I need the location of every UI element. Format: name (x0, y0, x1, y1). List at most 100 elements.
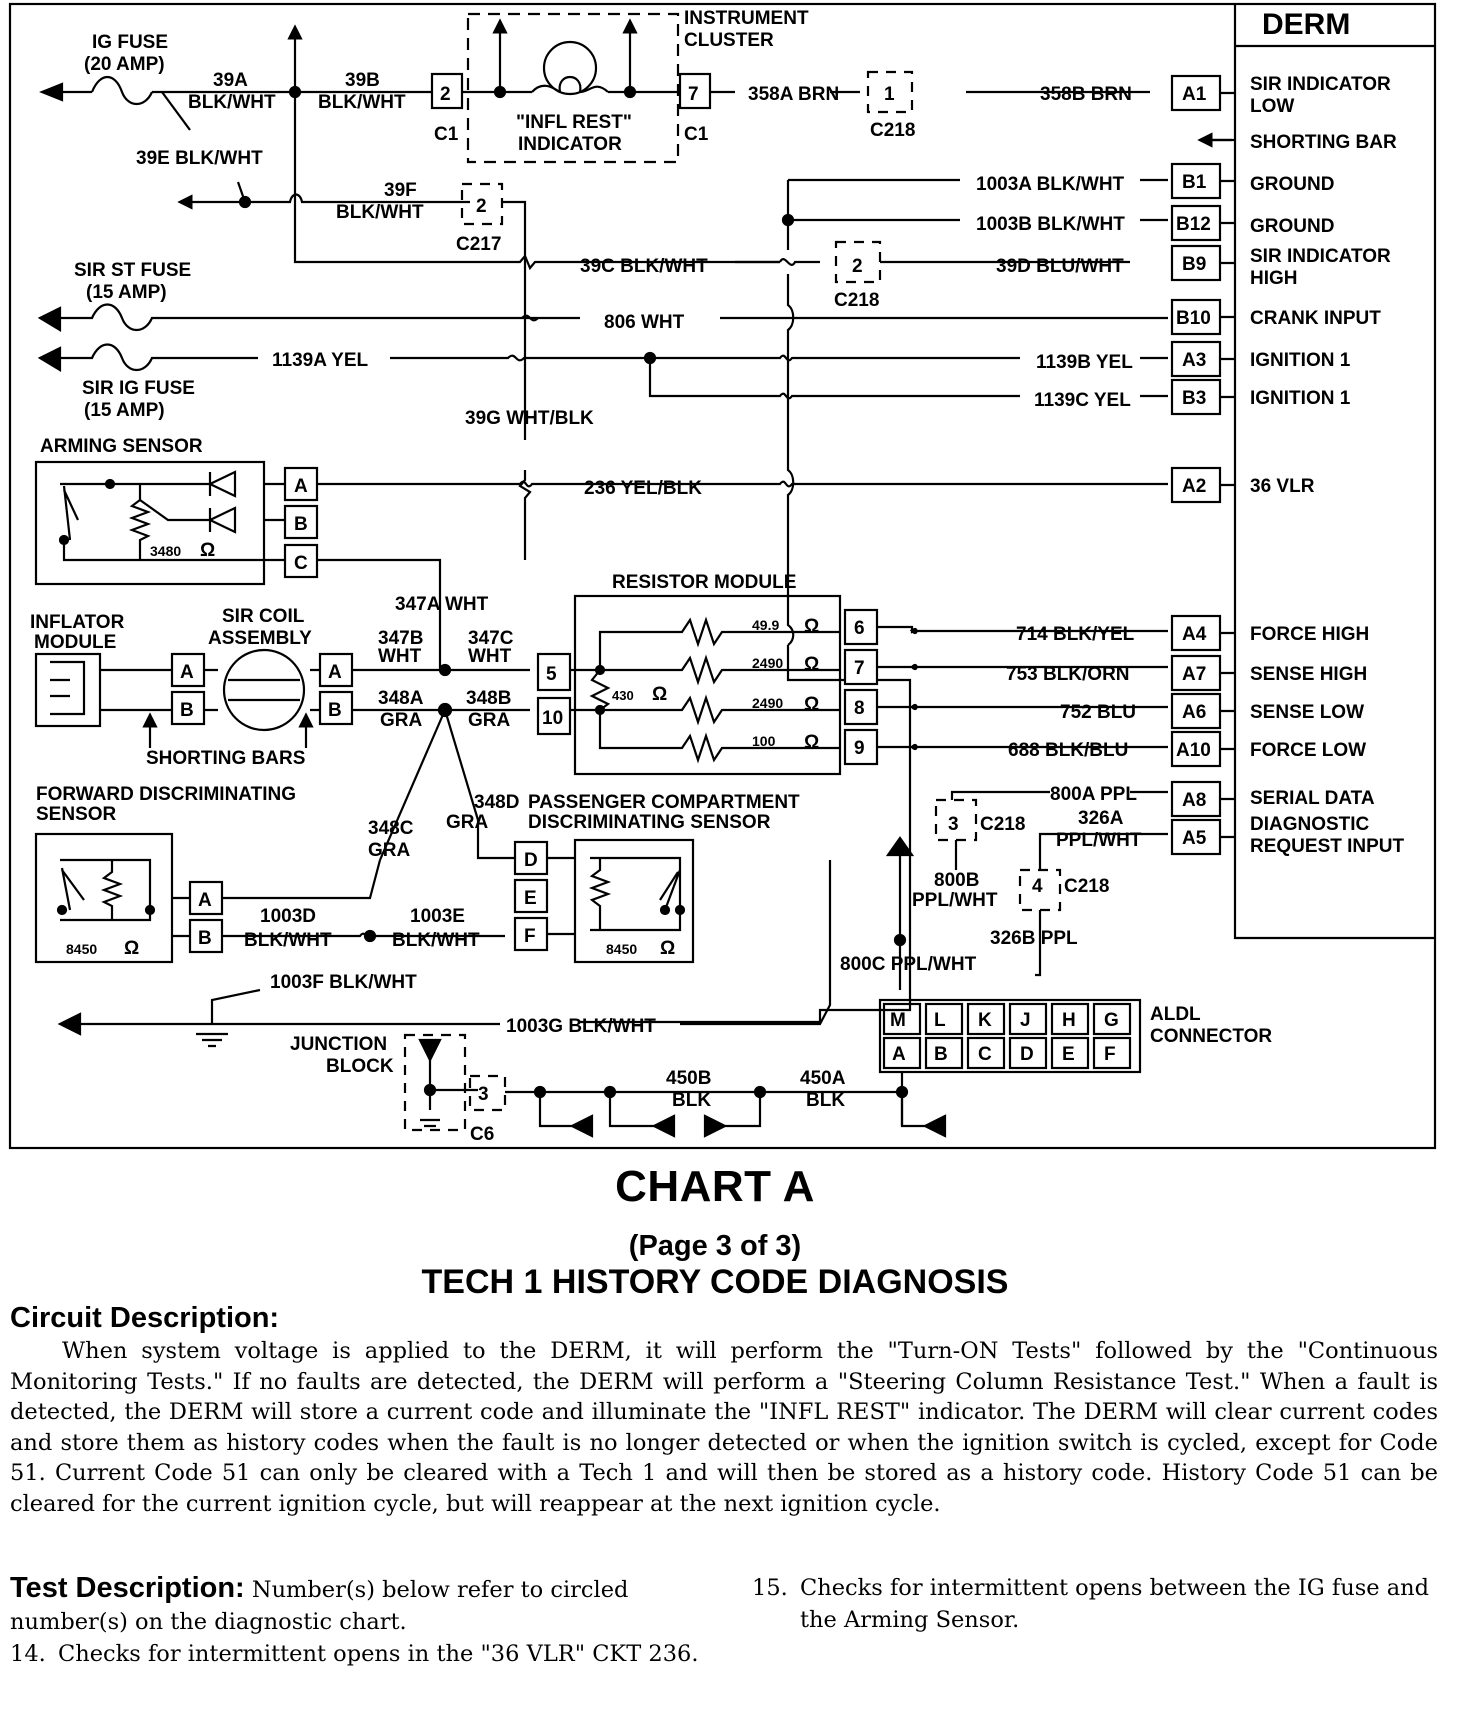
svg-text:B: B (294, 514, 308, 535)
svg-text:Ω: Ω (804, 694, 819, 715)
svg-text:39G WHT/BLK: 39G WHT/BLK (465, 408, 594, 429)
svg-text:1003F BLK/WHT: 1003F BLK/WHT (270, 972, 417, 993)
svg-text:PASSENGER COMPARTMENT: PASSENGER COMPARTMENT (528, 792, 800, 813)
svg-text:H: H (1062, 1010, 1076, 1031)
svg-text:D: D (1020, 1044, 1034, 1065)
svg-text:358A BRN: 358A BRN (748, 84, 839, 105)
c1-pin-7 (678, 72, 712, 110)
svg-text:C218: C218 (834, 290, 879, 311)
svg-text:C: C (978, 1044, 992, 1065)
test-description-heading: Test Description: (10, 1572, 245, 1604)
svg-text:M: M (890, 1010, 906, 1031)
svg-text:B: B (198, 928, 212, 949)
svg-text:GRA: GRA (368, 840, 411, 861)
svg-text:10: 10 (542, 708, 563, 729)
svg-text:39E BLK/WHT: 39E BLK/WHT (136, 148, 263, 169)
svg-text:A6: A6 (1182, 702, 1206, 723)
svg-text:SIR COIL: SIR COIL (222, 606, 305, 627)
svg-text:A1: A1 (1182, 84, 1207, 105)
svg-text:3480: 3480 (150, 543, 181, 559)
svg-text:SENSE LOW: SENSE LOW (1250, 702, 1364, 723)
svg-text:1139B YEL: 1139B YEL (1036, 352, 1133, 373)
svg-text:SERIAL DATA: SERIAL DATA (1250, 788, 1375, 809)
svg-text:Ω: Ω (804, 654, 819, 675)
svg-text:1003B BLK/WHT: 1003B BLK/WHT (976, 214, 1125, 235)
svg-text:SHORTING BAR: SHORTING BAR (1250, 132, 1397, 153)
svg-text:(20 AMP): (20 AMP) (84, 54, 165, 75)
svg-text:A: A (198, 890, 212, 911)
svg-text:IGNITION 1: IGNITION 1 (1250, 388, 1351, 409)
svg-text:MODULE: MODULE (34, 632, 116, 653)
svg-text:326A: 326A (1078, 808, 1124, 829)
svg-text:INFLATOR: INFLATOR (30, 612, 125, 633)
svg-text:A8: A8 (1182, 790, 1206, 811)
svg-text:SIR IG FUSE: SIR IG FUSE (82, 378, 195, 399)
resistor-module (573, 594, 842, 776)
junction-block (403, 1033, 467, 1132)
svg-text:WHT: WHT (468, 646, 512, 667)
svg-text:Ω: Ω (652, 684, 667, 705)
svg-text:C: C (294, 553, 308, 574)
svg-text:806 WHT: 806 WHT (604, 312, 685, 333)
svg-text:BLK/WHT: BLK/WHT (336, 202, 424, 223)
svg-text:39B: 39B (345, 70, 380, 91)
diagram-frame (8, 2, 1437, 1150)
svg-text:9: 9 (854, 738, 865, 759)
svg-text:39F: 39F (384, 180, 417, 201)
svg-text:8: 8 (854, 698, 865, 719)
svg-text:B9: B9 (1182, 254, 1206, 275)
svg-text:3: 3 (478, 1084, 489, 1105)
svg-text:A5: A5 (1182, 828, 1207, 849)
svg-text:C218: C218 (1064, 876, 1109, 897)
svg-text:347A WHT: 347A WHT (395, 594, 489, 615)
svg-text:39C BLK/WHT: 39C BLK/WHT (580, 256, 708, 277)
svg-text:B3: B3 (1182, 388, 1206, 409)
svg-text:8450: 8450 (606, 941, 637, 957)
svg-text:2: 2 (852, 256, 863, 277)
svg-text:100: 100 (752, 733, 776, 749)
arming-sensor (34, 460, 266, 586)
page-subtitle: (Page 3 of 3) (628, 1230, 802, 1262)
svg-text:FORCE HIGH: FORCE HIGH (1250, 624, 1369, 645)
svg-text:IGNITION 1: IGNITION 1 (1250, 350, 1351, 371)
svg-text:SHORTING BARS: SHORTING BARS (146, 748, 305, 769)
svg-text:1139C YEL: 1139C YEL (1034, 390, 1131, 411)
svg-text:GROUND: GROUND (1250, 216, 1334, 237)
svg-text:DIAGNOSTIC: DIAGNOSTIC (1250, 814, 1370, 835)
svg-text:348B: 348B (466, 688, 511, 709)
svg-text:A7: A7 (1182, 664, 1206, 685)
svg-text:BLK/WHT: BLK/WHT (318, 92, 406, 113)
circuit-description-text: When system voltage is applied to the DE… (10, 1338, 1438, 1517)
svg-text:49.9: 49.9 (752, 617, 779, 633)
ig-fuse-source (39, 82, 64, 102)
svg-text:A: A (892, 1044, 906, 1065)
svg-text:(15 AMP): (15 AMP) (84, 400, 165, 421)
sir-coil (222, 648, 306, 732)
svg-text:GRA: GRA (468, 710, 511, 731)
svg-text:BLOCK: BLOCK (326, 1056, 394, 1077)
svg-text:ALDL: ALDL (1150, 1004, 1201, 1025)
svg-text:INDICATOR: INDICATOR (518, 134, 622, 155)
svg-text:688 BLK/BLU: 688 BLK/BLU (1008, 740, 1128, 761)
svg-text:A3: A3 (1182, 350, 1206, 371)
svg-text:Ω: Ω (660, 938, 675, 959)
svg-text:F: F (524, 926, 536, 947)
svg-text:348D: 348D (474, 792, 519, 813)
page-title: CHART A (615, 1162, 815, 1211)
svg-text:A4: A4 (1182, 624, 1207, 645)
svg-text:A: A (328, 662, 342, 683)
svg-text:3: 3 (948, 814, 959, 835)
svg-text:REQUEST INPUT: REQUEST INPUT (1250, 836, 1405, 857)
svg-text:C217: C217 (456, 234, 501, 255)
svg-text:FORCE LOW: FORCE LOW (1250, 740, 1366, 761)
test-item-text: Checks for intermittent opens in the "36… (58, 1641, 699, 1667)
svg-text:PPL/WHT: PPL/WHT (1056, 830, 1142, 851)
svg-text:SIR INDICATOR: SIR INDICATOR (1250, 74, 1391, 95)
svg-text:4: 4 (1032, 876, 1043, 897)
derm-title: DERM (1262, 8, 1350, 41)
svg-text:39A: 39A (213, 70, 248, 91)
inflator-module (34, 652, 102, 728)
svg-text:GRA: GRA (380, 710, 423, 731)
svg-text:B1: B1 (1182, 172, 1207, 193)
svg-text:2: 2 (440, 84, 451, 105)
